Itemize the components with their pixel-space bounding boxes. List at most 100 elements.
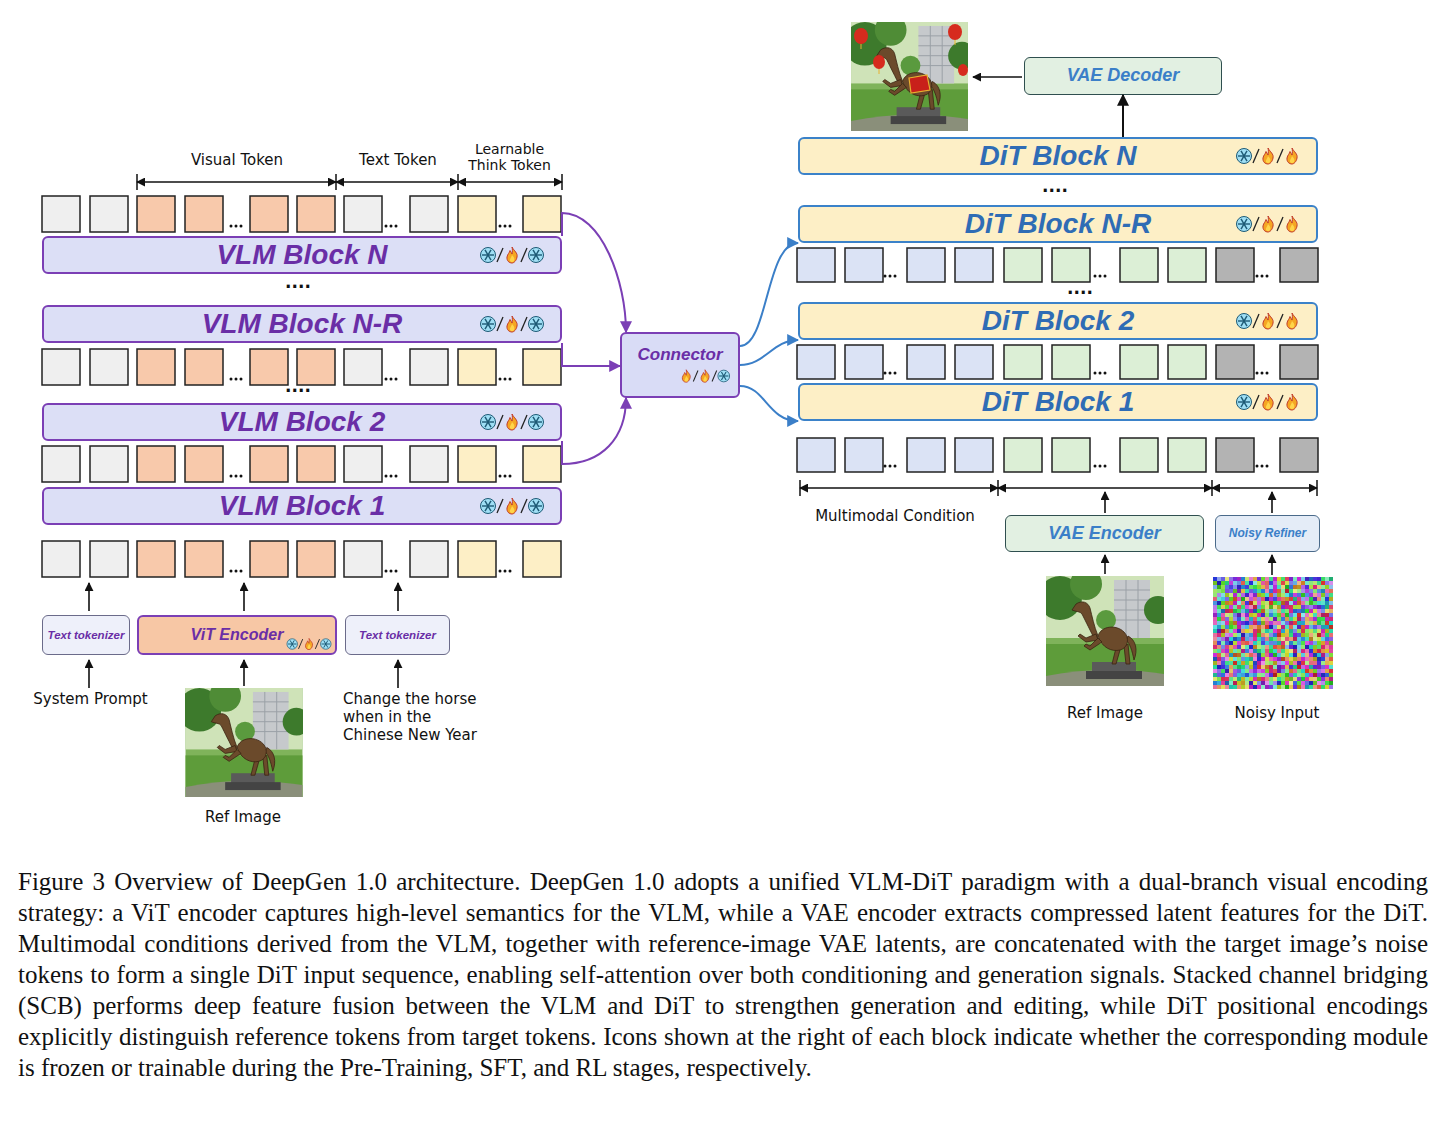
noise-pixel: [1229, 625, 1233, 629]
noise-pixel: [1229, 581, 1233, 585]
noise-pixel: [1257, 613, 1261, 617]
noise-pixel: [1313, 621, 1317, 625]
noise-pixel: [1257, 649, 1261, 653]
noise-pixel: [1237, 593, 1241, 597]
noise-pixel: [1221, 621, 1225, 625]
ellipsis-dot: [1261, 275, 1264, 278]
noise-pixel: [1329, 677, 1333, 681]
noise-pixel: [1325, 589, 1329, 593]
noise-pixel: [1321, 641, 1325, 645]
noise-pixel: [1213, 593, 1217, 597]
noise-pixel: [1269, 625, 1273, 629]
ellipsis-dot: [1099, 275, 1102, 278]
noise-pixel: [1277, 653, 1281, 657]
noise-pixel: [1249, 669, 1253, 673]
noise-pixel: [1229, 681, 1233, 685]
noise-pixel: [1265, 621, 1269, 625]
noise-pixel: [1305, 661, 1309, 665]
ellipsis-dot: [1266, 372, 1269, 375]
noise-pixel: [1273, 597, 1277, 601]
ellipsis-dot: [509, 475, 512, 478]
noise-pixel: [1329, 681, 1333, 685]
noise-pixel: [1229, 617, 1233, 621]
shape-part: [1237, 217, 1252, 232]
noise-pixel: [1249, 685, 1253, 689]
ellipsis-dot: [1261, 465, 1264, 468]
noise-pixel: [1265, 577, 1269, 581]
noise-pixel: [1289, 589, 1293, 593]
noise-pixel: [1293, 605, 1297, 609]
noise-pixel: [1213, 657, 1217, 661]
noise-pixel: [1217, 613, 1221, 617]
noise-pixel: [1313, 597, 1317, 601]
noise-pixel: [1253, 669, 1257, 673]
noise-pixel: [1257, 605, 1261, 609]
noise-pixel: [1305, 653, 1309, 657]
noise-pixel: [1301, 577, 1305, 581]
noise-pixel: [1213, 665, 1217, 669]
noise-pixel: [1269, 657, 1273, 661]
frozen-icon: [529, 415, 544, 430]
noise-pixel: [1245, 645, 1249, 649]
noise-pixel: [1257, 597, 1261, 601]
noise-pixel: [1241, 685, 1245, 689]
noise-pixel: [1261, 653, 1265, 657]
noise-pixel: [1225, 577, 1229, 581]
noise-pixel: [1305, 673, 1309, 677]
noise-pixel: [1213, 645, 1217, 649]
token-square: [344, 349, 382, 385]
noise-pixel: [1317, 609, 1321, 613]
noise-pixel: [1269, 677, 1273, 681]
noise-pixel: [1233, 657, 1237, 661]
frozen-icon: [481, 317, 496, 332]
noise-pixel: [1321, 585, 1325, 589]
noise-pixel: [1277, 645, 1281, 649]
noise-pixel: [1269, 597, 1273, 601]
noise-pixel: [1313, 645, 1317, 649]
noise-pixel: [1213, 585, 1217, 589]
noise-pixel: [1221, 581, 1225, 585]
noise-pixel: [1313, 673, 1317, 677]
ellipsis-dot: [385, 570, 388, 573]
noise-pixel: [1257, 633, 1261, 637]
noise-pixel: [1261, 613, 1265, 617]
ellipsis-dot: [504, 570, 507, 573]
noise-pixel: [1325, 669, 1329, 673]
noise-pixel: [1329, 685, 1333, 689]
annotation-text: Ref Image: [1045, 704, 1165, 723]
noise-pixel: [1225, 653, 1229, 657]
shape-part: [533, 250, 539, 260]
noise-pixel: [1309, 593, 1313, 597]
ellipsis-dot: [889, 372, 892, 375]
token-row: [42, 196, 561, 232]
noise-pixel: [1245, 629, 1249, 633]
noise-pixel: [1277, 613, 1281, 617]
noise-pixel: [1277, 577, 1281, 581]
noise-pixel: [1313, 613, 1317, 617]
noise-pixel: [1325, 665, 1329, 669]
noise-pixel: [1241, 633, 1245, 637]
noise-pixel: [1269, 637, 1273, 641]
noise-pixel: [1265, 585, 1269, 589]
noise-pixel: [1261, 685, 1265, 689]
shape-part: [485, 417, 491, 427]
noise-pixel: [1261, 657, 1265, 661]
noise-pixel: [1285, 685, 1289, 689]
noise-pixel: [1289, 673, 1293, 677]
noise-pixel: [1305, 581, 1309, 585]
noise-pixel: [1225, 685, 1229, 689]
noise-pixel: [1277, 597, 1281, 601]
noise-pixel: [1229, 637, 1233, 641]
noise-pixel: [1225, 657, 1229, 661]
noise-pixel: [1317, 621, 1321, 625]
noise-pixel: [1245, 585, 1249, 589]
noise-pixel: [1293, 593, 1297, 597]
shape-part: [485, 417, 491, 427]
noise-pixel: [1289, 601, 1293, 605]
noise-pixel: [1249, 657, 1253, 661]
noise-pixel: [1265, 641, 1269, 645]
noise-pixel: [1277, 669, 1281, 673]
shape-part: [308, 644, 311, 649]
noise-pixel: [1285, 653, 1289, 657]
noise-pixel: [1245, 641, 1249, 645]
